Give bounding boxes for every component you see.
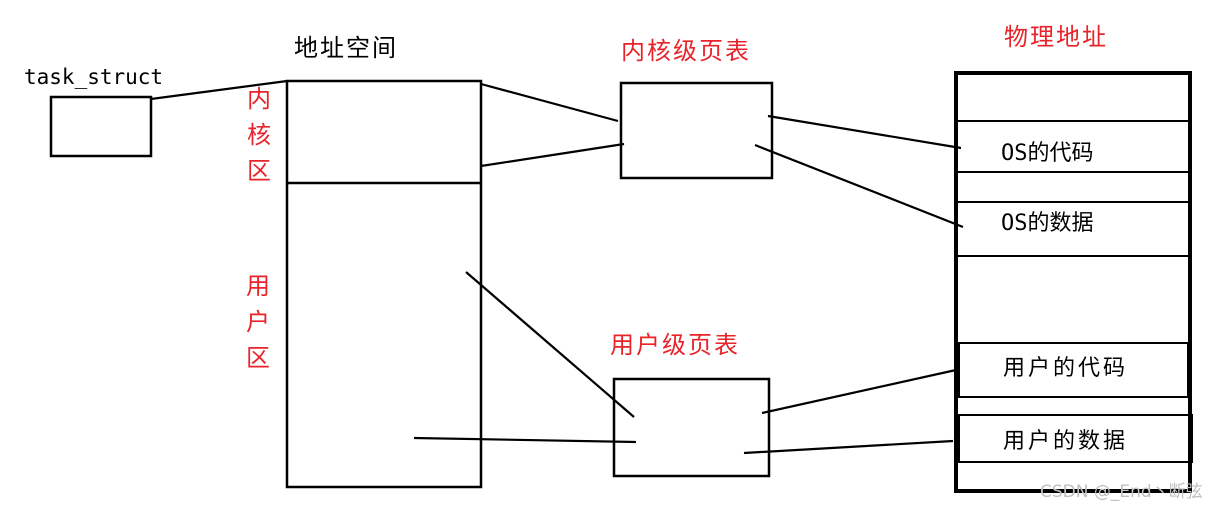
- user-page-table-box: [612, 377, 771, 478]
- address-space-box: [285, 79, 483, 489]
- user-page-table-title: 用户级页表: [610, 331, 740, 359]
- kpt-to-os-code-line: [767, 114, 962, 150]
- user-data-row: [958, 414, 1193, 463]
- kernel-region-label: 内 核 区: [247, 85, 271, 185]
- user-code-label: 用户的代码: [1003, 356, 1128, 381]
- task-struct-box: [49, 95, 153, 158]
- os-data-label: OS的数据: [1001, 211, 1094, 236]
- upt-to-user-data-line: [743, 439, 954, 455]
- kernel-region-char-1: 内: [247, 85, 271, 113]
- user-to-upt-horizontal-line: [413, 436, 637, 444]
- user-region-char-2: 户: [246, 308, 270, 336]
- physical-address-title: 物理地址: [1004, 23, 1108, 51]
- upt-to-user-code-line: [761, 368, 957, 415]
- kernel-page-table-box: [619, 81, 774, 180]
- mapping-lines: [150, 79, 964, 455]
- address-space-title: 地址空间: [294, 34, 398, 62]
- kernel-region-char-2: 核: [247, 121, 271, 149]
- user-code-row: [958, 342, 1189, 398]
- task-struct-to-address-space-line: [150, 79, 288, 101]
- kernel-region-char-3: 区: [247, 157, 271, 185]
- user-region-char-3: 区: [246, 344, 270, 372]
- user-region-label: 用 户 区: [246, 272, 270, 372]
- user-data-label: 用户的数据: [1003, 429, 1128, 454]
- os-code-label: OS的代码: [1001, 141, 1094, 166]
- user-to-upt-diagonal-line: [465, 271, 635, 418]
- watermark: CSDN @_End丶断弦: [1040, 482, 1203, 502]
- user-region-char-1: 用: [246, 272, 270, 300]
- kernel-to-kpt-upper-line: [480, 82, 619, 123]
- kernel-to-kpt-lower-line: [480, 142, 625, 168]
- kernel-page-table-title: 内核级页表: [621, 37, 751, 65]
- physical-row-dividers: [958, 120, 1188, 463]
- task-struct-label: task_struct: [24, 65, 163, 89]
- physical-memory-box: [954, 71, 1192, 493]
- kpt-to-os-data-line: [754, 143, 964, 229]
